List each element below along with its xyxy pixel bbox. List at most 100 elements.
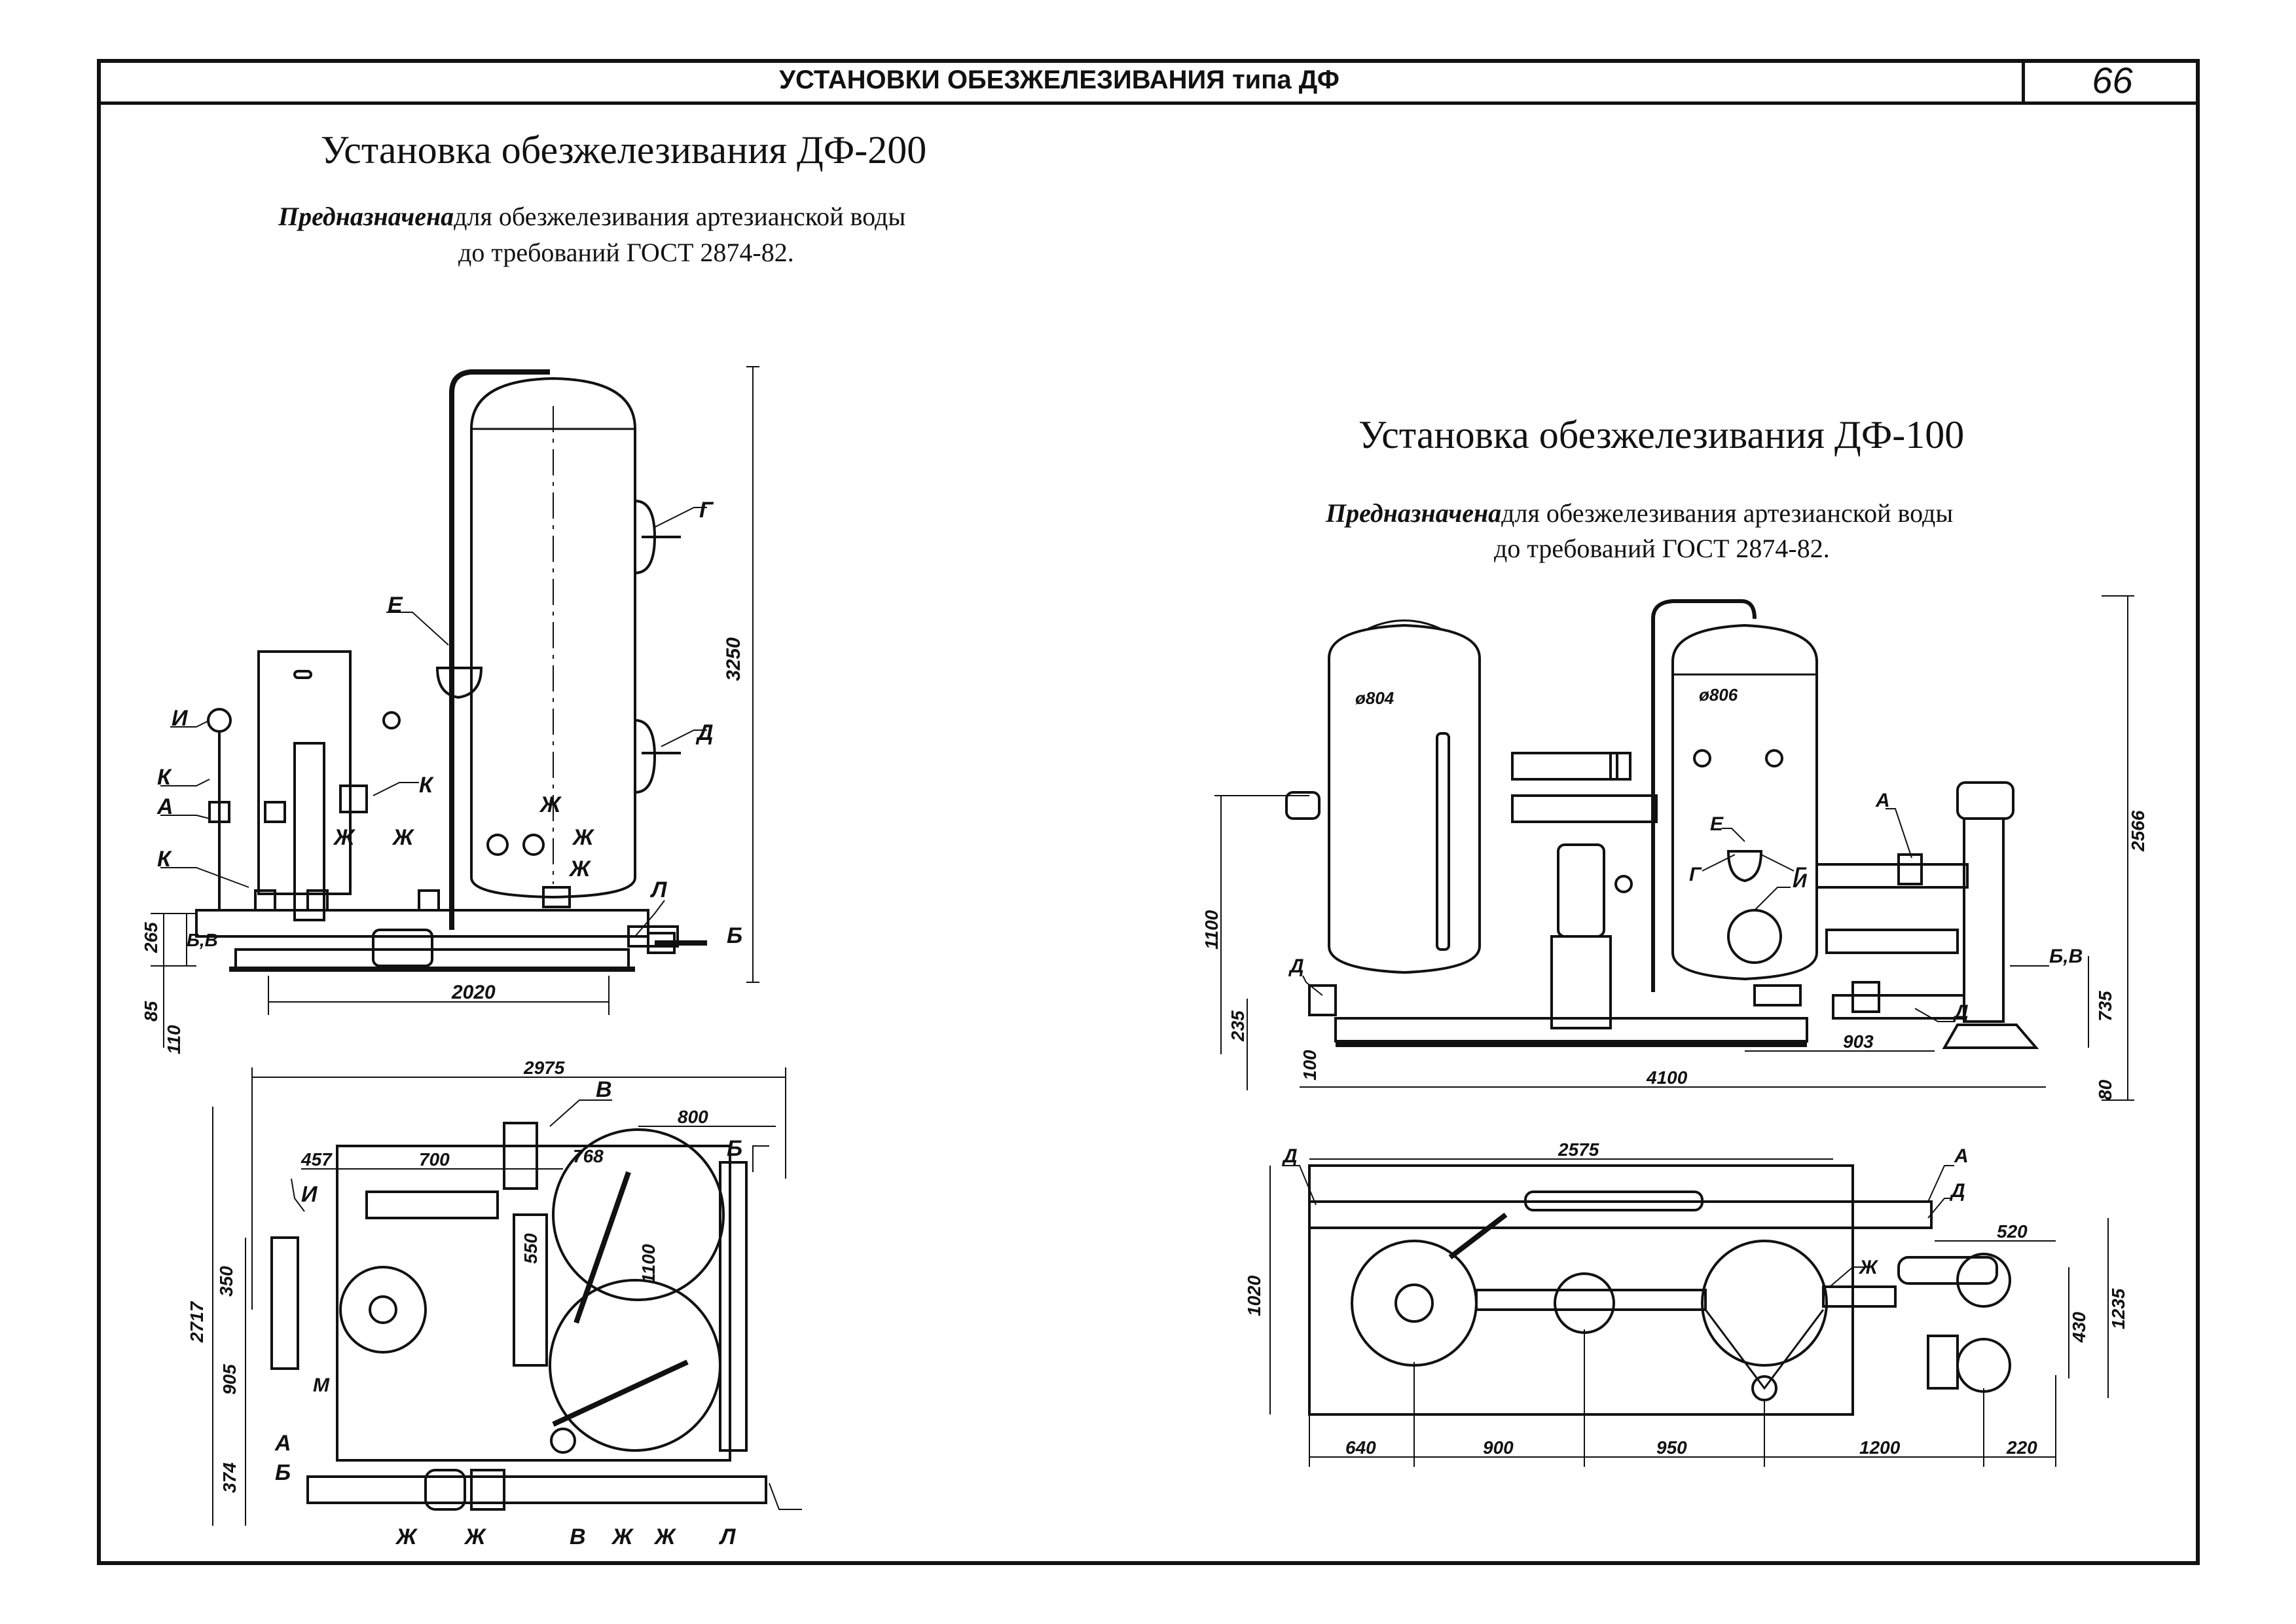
df200-plan-label-b2: Б <box>275 1460 291 1485</box>
df100-plan-dim-430: 430 <box>2069 1312 2089 1343</box>
df200-dim-85: 85 <box>141 1001 161 1022</box>
df100-label-a: А <box>1875 790 1890 811</box>
df200-plan-label-a: А <box>274 1431 291 1456</box>
df100-tank-1 <box>1328 623 1481 974</box>
df200-plan-dim-374: 374 <box>219 1462 240 1493</box>
df200-valve-a <box>264 801 286 823</box>
df100-pump-motor <box>1557 843 1605 938</box>
df100-plan-pump <box>1554 1272 1615 1334</box>
df200-plan-dim-2975: 2975 <box>523 1058 565 1078</box>
df200-dim-265: 265 <box>141 922 161 953</box>
df200-hatch-d <box>634 719 657 794</box>
df100-plan-dim-1200: 1200 <box>1859 1437 1901 1458</box>
df200-dim-110: 110 <box>164 1025 184 1054</box>
page-number: 66 <box>2092 60 2133 101</box>
df100-purpose-bold: Предназначена <box>1326 498 1502 528</box>
df200-dim-height: 3250 <box>723 637 744 681</box>
df100-title: Установка обезжелезивания ДФ-100 <box>1358 413 1965 456</box>
df200-purpose-line2: до требований ГОСТ 2874-82. <box>458 238 794 267</box>
df100-tank-2 <box>1671 623 1818 981</box>
df100-plan-label-d2: Д <box>1949 1180 1965 1202</box>
df100-purpose-text: для обезжелезивания артезианской воды <box>1501 498 1954 528</box>
df100-label-g2: Г <box>1794 864 1807 885</box>
df200-label-zh2: Ж <box>392 825 415 850</box>
df100-dim-4100: 4100 <box>1646 1067 1688 1088</box>
df200-plan-label-zh4: Ж <box>653 1524 677 1549</box>
df200-riser-pipe <box>449 369 550 930</box>
df200-plan-label-l: Л <box>718 1524 736 1549</box>
df100-plan-header-pipe <box>1308 1200 1933 1229</box>
df200-plan-label-i: И <box>301 1182 318 1207</box>
df200-plan-label-v2: В <box>570 1524 586 1549</box>
df100-dim-235: 235 <box>1228 1010 1248 1042</box>
df100-label-d1: Д <box>1288 955 1304 977</box>
df200-plan-label-v: В <box>596 1077 612 1102</box>
df200-purpose-line1: Предназначенадля обезжелезивания артезиа… <box>278 200 905 234</box>
df200-label-zh3: Ж <box>539 792 562 817</box>
df200-plan-dim-457: 457 <box>301 1149 333 1170</box>
df200-filter-column <box>257 650 352 895</box>
df100-plan-tank-1 <box>1351 1240 1478 1367</box>
df100-pump <box>1550 935 1612 1029</box>
df100-tank-2-hatch <box>1727 909 1782 964</box>
df200-valve-k2 <box>339 784 368 813</box>
df100-filter-column <box>1963 817 2005 1023</box>
df100-dim-d806: ø806 <box>1699 685 1738 705</box>
df200-side-view: Г Д Е И К А К Ж Ж К Ж Ж Ж Л Б Б,В 3250 2… <box>141 366 759 1054</box>
header-title: УСТАНОВКИ ОБЕЗЖЕЛЕЗИВАНИЯ типа ДФ <box>779 65 1339 94</box>
df200-label-k-lower: К <box>157 847 172 872</box>
df100-purpose-line2: до требований ГОСТ 2874-82. <box>1494 534 1830 563</box>
df200-plan-tank-1 <box>552 1128 725 1301</box>
df200-label-g: Г <box>699 498 714 523</box>
df100-label-i: И <box>1793 870 1808 892</box>
df100-plan-label-a: А <box>1954 1145 1969 1167</box>
df100-ejector <box>1726 850 1763 883</box>
df100-dim-903: 903 <box>1843 1031 1874 1052</box>
df200-plan-label-zh2: Ж <box>464 1524 487 1549</box>
df200-label-bv: Б,В <box>187 930 218 950</box>
header-divider <box>2022 59 2025 101</box>
df100-dim-d804: ø804 <box>1355 688 1394 708</box>
df200-ejector <box>435 667 483 699</box>
df200-plan-dim-800: 800 <box>678 1107 708 1127</box>
df100-plan-dim-520: 520 <box>1997 1221 2028 1242</box>
df100-plan-filter-2 <box>1956 1338 2011 1393</box>
df200-plan-label-zh3: Ж <box>611 1524 634 1549</box>
df200-purpose-bold: Предназначена <box>278 202 454 231</box>
sheet-frame <box>97 59 2200 1565</box>
df200-label-e: Е <box>388 593 403 618</box>
df200-valve-k <box>208 801 230 823</box>
df200-plan-dim-768: 768 <box>573 1146 604 1166</box>
df200-label-zh5: Ж <box>568 857 592 881</box>
df200-plan-frame <box>336 1145 731 1462</box>
df100-plan-label-d1: Д <box>1281 1145 1298 1167</box>
df100-side-view: Е Г Г И А Б,В Д Д ø804 ø806 2566 1100 23… <box>1201 595 2148 1101</box>
df200-plan-dim-550: 550 <box>520 1233 541 1264</box>
df100-plan-dim-2575: 2575 <box>1558 1139 1599 1160</box>
df100-dim-1100: 1100 <box>1201 910 1222 950</box>
df200-header-pipe <box>195 909 649 938</box>
df100-plan-dim-1020: 1020 <box>1244 1275 1264 1316</box>
df100-plan-dim-1235: 1235 <box>2108 1288 2128 1329</box>
df200-label-zh1: Ж <box>333 825 356 850</box>
df100-label-g1: Г <box>1689 864 1702 885</box>
df100-plan-dim-640: 640 <box>1345 1437 1376 1458</box>
df100-label-d2: Д <box>1952 1001 1969 1023</box>
df100-plan-dim-900: 900 <box>1483 1437 1514 1458</box>
df200-pump <box>372 929 433 967</box>
df200-gauge-2 <box>522 834 545 856</box>
df100-plan-frame <box>1308 1164 1854 1416</box>
df200-label-k2: К <box>419 773 434 798</box>
df100-dim-2566: 2566 <box>2128 810 2148 852</box>
df100-label-e: Е <box>1710 813 1724 835</box>
df200-plan-label-b: Б <box>727 1136 742 1161</box>
df200-vertical-pipe <box>293 742 325 921</box>
df200-gauge-i <box>207 708 232 733</box>
df200-label-k: К <box>157 765 172 790</box>
df200-plan-view: В Б И М А Б Ж Ж В Ж Ж Л 2975 800 457 700… <box>187 1058 802 1549</box>
df100-plan-label-zh: Ж <box>1858 1257 1879 1278</box>
df100-dim-100: 100 <box>1300 1050 1320 1080</box>
df200-label-a: А <box>156 794 173 819</box>
df200-plan-label-zh1: Ж <box>395 1524 418 1549</box>
